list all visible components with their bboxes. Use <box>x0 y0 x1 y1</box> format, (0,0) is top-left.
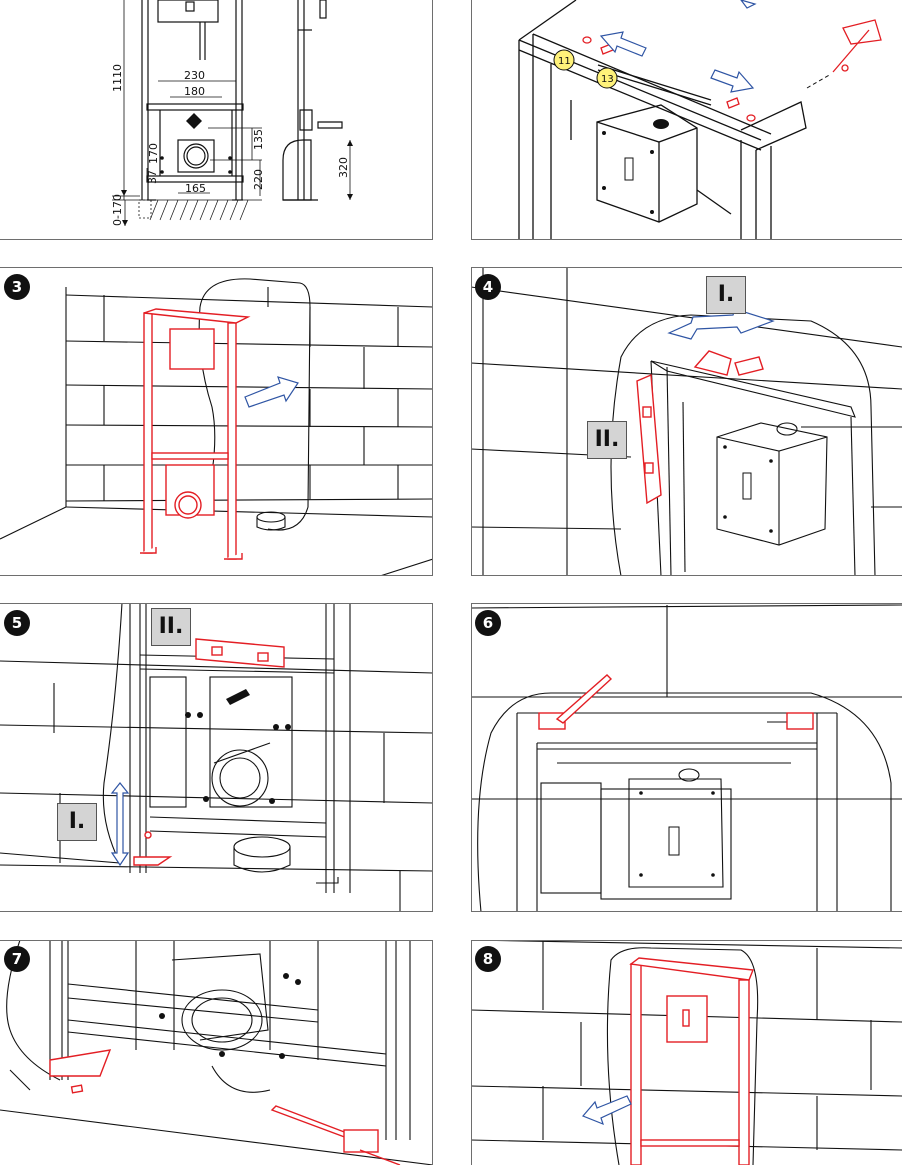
dim-170: 170 <box>147 143 160 164</box>
step-badge-7: 7 <box>4 946 30 972</box>
callout-11: 11 <box>558 56 571 67</box>
panel-top-rail: 11 13 <box>471 0 902 240</box>
dim-135: 135 <box>252 129 265 150</box>
step-8-drawing <box>471 940 902 1165</box>
step-6-drawing <box>471 604 902 912</box>
step-3-drawing <box>0 278 433 576</box>
step-badge-6: 6 <box>475 610 501 636</box>
push-arrow-icon <box>581 1095 632 1126</box>
dim-320: 320 <box>337 157 350 178</box>
dimension-drawing: 1110 230 180 170 135 37 220 165 0-170 32… <box>111 0 353 226</box>
dim-37: 37 <box>146 170 159 184</box>
panel-step-5: 5 II. I. <box>0 603 433 912</box>
label-i: I. <box>706 276 746 314</box>
step-7-drawing <box>0 940 433 1165</box>
step-badge-4: 4 <box>475 274 501 300</box>
direction-arrow-icon <box>244 376 299 408</box>
dim-230: 230 <box>184 69 205 82</box>
dim-180: 180 <box>184 85 205 98</box>
shift-arrow-icon <box>667 308 775 340</box>
panel-step-8: 8 <box>471 940 902 1165</box>
panel-step-4: 4 I. II. <box>471 267 902 576</box>
top-rail-drawing: 11 13 <box>518 0 882 240</box>
panel-dimensions: 1110 230 180 170 135 37 220 165 0-170 32… <box>0 0 433 240</box>
label-i: I. <box>57 803 97 841</box>
panel-step-3: 3 <box>0 267 433 576</box>
step-badge-5: 5 <box>4 610 30 636</box>
dim-165: 165 <box>185 182 206 195</box>
panel-step-7: 7 <box>0 940 433 1165</box>
label-ii: II. <box>587 421 627 459</box>
step-badge-3: 3 <box>4 274 30 300</box>
height-adjust-arrow-icon <box>110 782 130 867</box>
callout-13: 13 <box>601 74 614 85</box>
dim-1110: 1110 <box>111 64 124 92</box>
panel-step-6: 6 <box>471 603 902 912</box>
dim-0-170: 0-170 <box>111 194 124 226</box>
step-5-drawing <box>0 603 433 912</box>
label-ii: II. <box>151 608 191 646</box>
step-4-drawing <box>471 267 902 576</box>
dim-220: 220 <box>252 169 265 190</box>
step-badge-8: 8 <box>475 946 501 972</box>
